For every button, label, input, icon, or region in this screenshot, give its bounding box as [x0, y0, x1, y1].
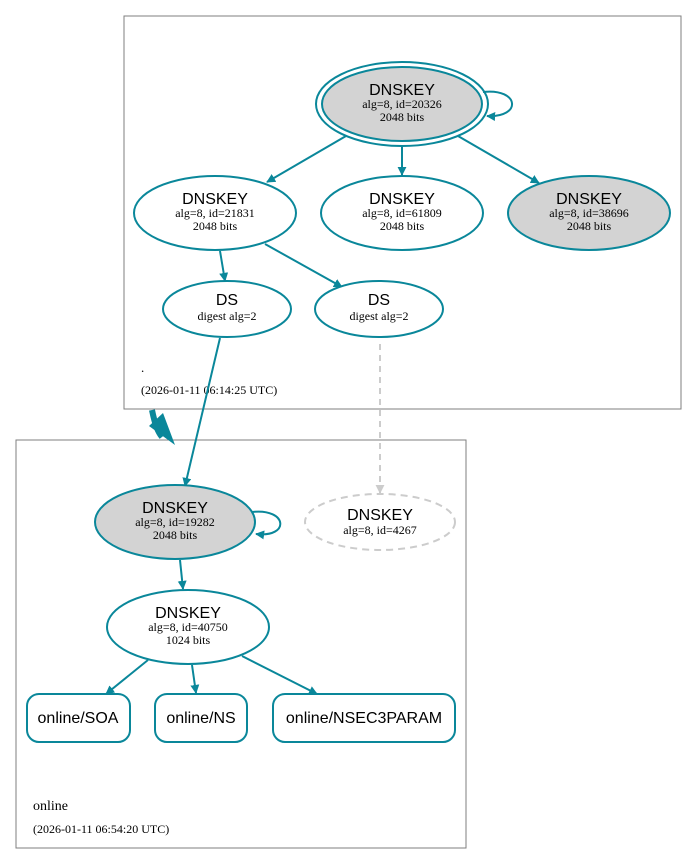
edge-ds1-online-ksk — [182, 337, 221, 487]
zone-online-timestamp: (2026-01-11 06:54:20 UTC) — [33, 822, 169, 836]
node-ds-2-line1: digest alg=2 — [349, 309, 408, 323]
node-ds-2: DS digest alg=2 — [314, 280, 444, 338]
node-ds-2-title: DS — [368, 292, 390, 309]
edge-zsk1-ds2 — [264, 243, 343, 288]
node-root-ksk-38696: DNSKEY alg=8, id=38696 2048 bits — [507, 175, 671, 251]
node-rrset-soa: online/SOA — [26, 693, 131, 743]
node-ds-1-line1: digest alg=2 — [197, 309, 256, 323]
node-online-ksk-title: DNSKEY — [142, 500, 208, 517]
node-ds-1-title: DS — [216, 292, 238, 309]
node-online-zsk-title: DNSKEY — [155, 605, 221, 622]
node-root-ksk-title: DNSKEY — [369, 82, 435, 99]
node-online-missing-key-title: DNSKEY — [347, 507, 413, 524]
node-online-ksk: DNSKEY alg=8, id=19282 2048 bits — [94, 484, 256, 560]
edge-zsk1-ds1 — [219, 250, 229, 282]
node-root-zsk-21831-title: DNSKEY — [182, 191, 248, 208]
node-root-zsk-21831-line1: alg=8, id=21831 — [175, 206, 255, 220]
node-root-ksk: DNSKEY alg=8, id=20326 2048 bits — [315, 61, 489, 147]
edge-online-ksk-self — [251, 510, 282, 540]
node-rrset-nsec3param: online/NSEC3PARAM — [272, 693, 456, 743]
node-root-zsk-61809-line1: alg=8, id=61809 — [362, 206, 442, 220]
node-rrset-ns: online/NS — [154, 693, 248, 743]
edge-zsk-soa — [105, 659, 149, 695]
edge-onlineksk-zsk — [177, 559, 187, 590]
node-root-zsk-61809-line2: 2048 bits — [380, 219, 425, 233]
zone-root-box — [123, 15, 682, 410]
node-root-ksk-38696-title: DNSKEY — [556, 191, 622, 208]
zone-online-box — [15, 439, 467, 849]
node-root-zsk-61809-title: DNSKEY — [369, 191, 435, 208]
node-online-zsk-line2: 1024 bits — [166, 633, 211, 647]
node-root-zsk-21831: DNSKEY alg=8, id=21831 2048 bits — [133, 175, 297, 251]
node-root-ksk-38696-line2: 2048 bits — [567, 219, 612, 233]
edge-rootksk-zsk1 — [266, 135, 347, 183]
node-root-ksk-line1: alg=8, id=20326 — [362, 97, 442, 111]
node-rrset-soa-label: online/SOA — [38, 710, 119, 727]
node-root-zsk-61809: DNSKEY alg=8, id=61809 2048 bits — [320, 175, 484, 251]
node-root-ksk-line2: 2048 bits — [380, 110, 425, 124]
node-rrset-ns-label: online/NS — [166, 710, 235, 727]
node-root-ksk-38696-line1: alg=8, id=38696 — [549, 206, 629, 220]
node-online-zsk-line1: alg=8, id=40750 — [148, 620, 228, 634]
node-online-ksk-line2: 2048 bits — [153, 528, 198, 542]
node-ds-1: DS digest alg=2 — [162, 280, 292, 338]
node-online-missing-key-line1: alg=8, id=4267 — [343, 523, 417, 537]
edge-zsk-nsec3param — [241, 655, 318, 695]
node-rrset-nsec3param-label: online/NSEC3PARAM — [286, 710, 442, 727]
node-root-zsk-21831-line2: 2048 bits — [193, 219, 238, 233]
zone-online-name: online — [33, 799, 68, 814]
node-online-missing-key: DNSKEY alg=8, id=4267 — [304, 493, 456, 551]
edge-root-ksk-self — [482, 90, 513, 121]
edge-rootksk-ksk2 — [457, 135, 540, 184]
zone-root-timestamp: (2026-01-11 06:14:25 UTC) — [141, 383, 277, 397]
node-online-zsk: DNSKEY alg=8, id=40750 1024 bits — [106, 589, 270, 665]
delegation-arrowhead — [149, 413, 175, 445]
node-online-ksk-line1: alg=8, id=19282 — [135, 515, 215, 529]
zone-root-name: . — [141, 360, 144, 375]
edge-zsk-ns — [190, 664, 200, 694]
